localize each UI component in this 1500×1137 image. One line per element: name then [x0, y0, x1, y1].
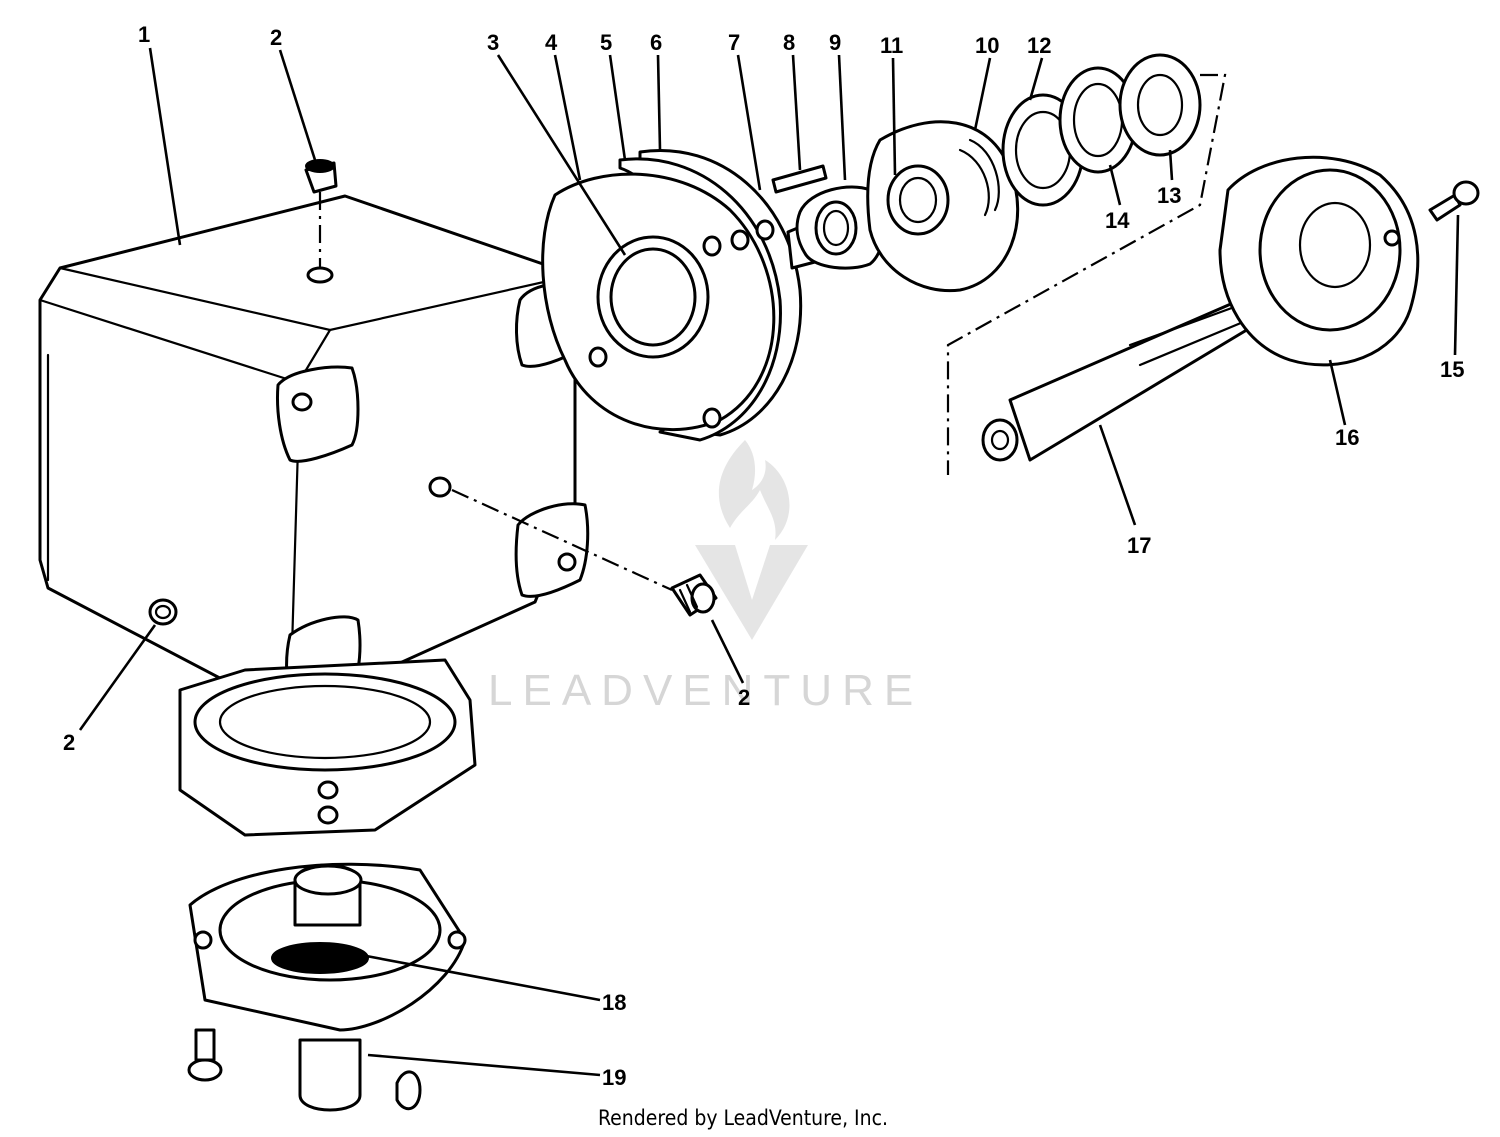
- watermark-text: LEADVENTURE: [488, 666, 923, 715]
- input-shaft: [981, 298, 1257, 462]
- bearing-cone-left: [795, 185, 886, 270]
- bottom-flange-assembly: [178, 658, 477, 837]
- callout-14: 14: [1105, 208, 1130, 233]
- callout-15: 15: [1440, 357, 1464, 382]
- rear-cover: [1218, 155, 1420, 367]
- callout-5: 5: [600, 30, 612, 55]
- leader-lines: [78, 47, 1460, 1077]
- set-screw-plug-top: [304, 159, 338, 194]
- callout-18: 18: [602, 990, 626, 1015]
- callout-13: 13: [1157, 183, 1181, 208]
- callout-10: 10: [975, 33, 999, 58]
- callout-9: 9: [829, 30, 841, 55]
- callout-3: 3: [487, 30, 499, 55]
- shaft-group-bracket: [946, 73, 1227, 475]
- bearing-race-right: [1001, 53, 1202, 207]
- callout-labels: 1 2 3 4 5 6 7 8 9 11 10 12 13 14 15 16 1…: [63, 22, 1464, 1090]
- callout-2-top: 2: [270, 25, 282, 50]
- callout-2-side: 2: [738, 685, 750, 710]
- callout-8: 8: [783, 30, 795, 55]
- callout-6: 6: [650, 30, 662, 55]
- leadventure-watermark: LEADVENTURE: [488, 440, 923, 715]
- callout-19: 19: [602, 1065, 626, 1090]
- set-screw-plug-side: [670, 573, 718, 617]
- output-shaft: [298, 1038, 422, 1112]
- callout-16: 16: [1335, 425, 1359, 450]
- callout-11: 11: [880, 33, 903, 58]
- front-flange-assembly: [541, 149, 803, 442]
- key: [771, 164, 828, 194]
- bottom-bolt: [187, 1028, 223, 1082]
- callout-4: 4: [545, 30, 558, 55]
- cover-bolt: [1428, 180, 1480, 222]
- callout-12: 12: [1027, 33, 1051, 58]
- callout-17: 17: [1127, 533, 1151, 558]
- gear-housing: [38, 192, 590, 722]
- pinion-gear: [866, 120, 1020, 293]
- bottom-cover-with-gear: [188, 862, 467, 1032]
- callout-2-bottom: 2: [63, 730, 75, 755]
- credit-text: Rendered by LeadVenture, Inc.: [598, 1106, 888, 1130]
- callout-7: 7: [728, 30, 740, 55]
- callout-1: 1: [138, 22, 150, 47]
